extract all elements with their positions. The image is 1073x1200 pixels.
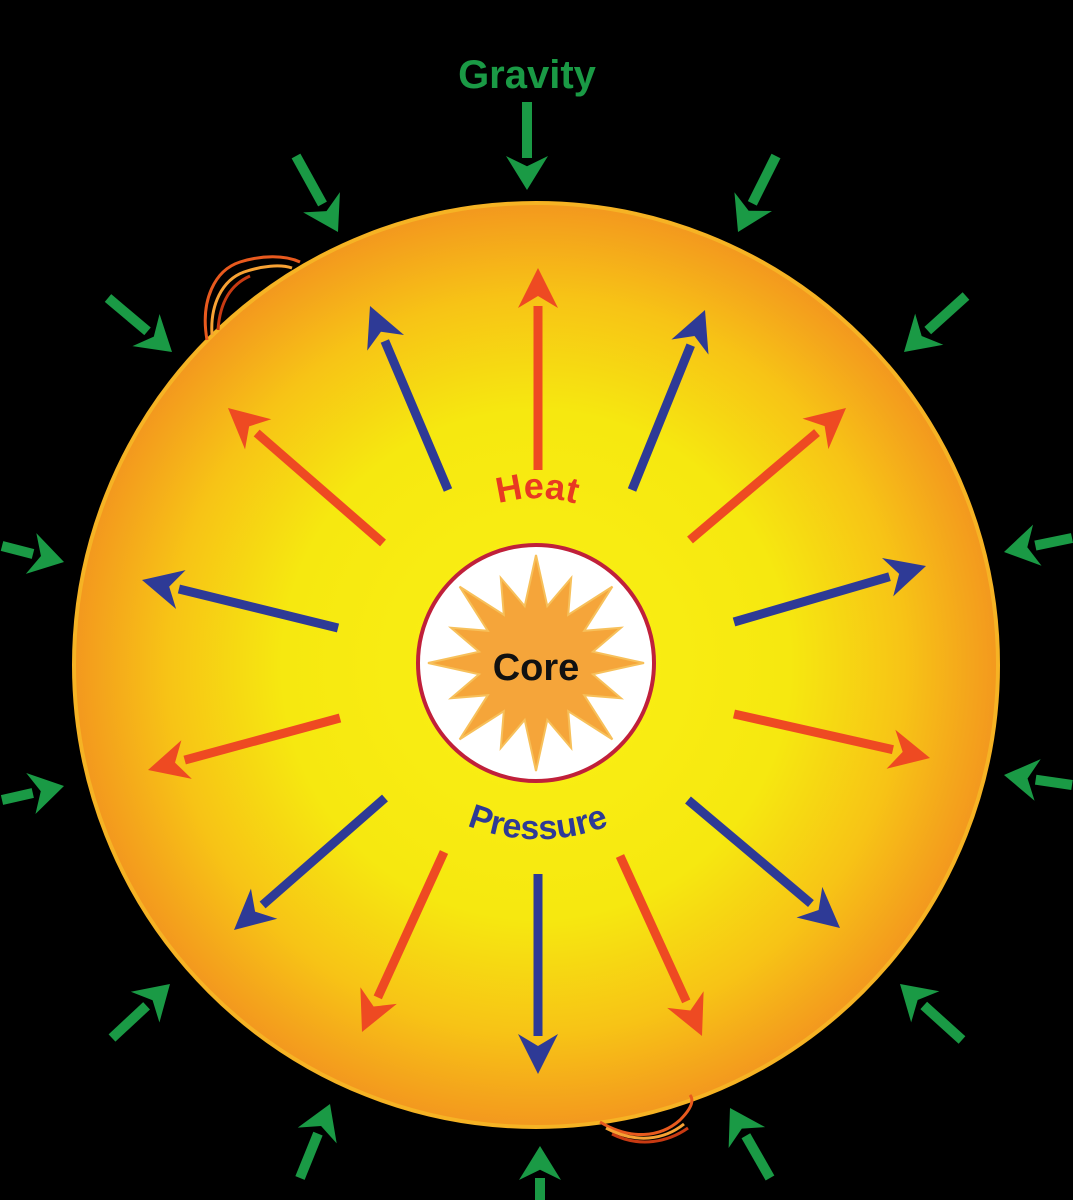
heat-arrow (148, 713, 342, 779)
heat-arrow (687, 408, 846, 544)
gravity-arrow (728, 1108, 775, 1181)
heat-arrow (360, 850, 449, 1032)
core-label: Core (493, 647, 580, 689)
gravity-arrow (1004, 524, 1073, 566)
pressure-arrow (732, 558, 926, 627)
core-sun-shape (427, 554, 645, 772)
heat-arrow (518, 268, 558, 470)
pressure-arrow (518, 874, 558, 1074)
gravity-arrow (904, 292, 970, 352)
pressure-arrow (234, 794, 388, 930)
pressure-arrow (367, 306, 453, 492)
pressure-arrow (685, 796, 840, 928)
gravity-label: Gravity (458, 53, 597, 97)
gravity-arrow (519, 1146, 561, 1200)
gravity-arrow (0, 773, 65, 814)
gravity-arrow (291, 153, 340, 232)
gravity-arrow (0, 533, 65, 574)
gravity-arrow (1004, 759, 1073, 801)
pressure-arrow (627, 310, 709, 492)
gravity-arrow (734, 153, 781, 232)
gravity-arrow (104, 294, 172, 352)
pressure-arrow (142, 570, 340, 633)
heat-arrow (615, 854, 704, 1036)
gravity-arrow (295, 1104, 337, 1180)
heat-arrow (733, 709, 930, 769)
gravity-arrow (506, 102, 548, 190)
solar-flare-top-left (203, 255, 301, 341)
gravity-arrow (900, 984, 966, 1044)
heat-arrow (228, 408, 386, 547)
solar-flare-bottom-right (599, 1094, 694, 1144)
gravity-arrow (108, 984, 170, 1042)
